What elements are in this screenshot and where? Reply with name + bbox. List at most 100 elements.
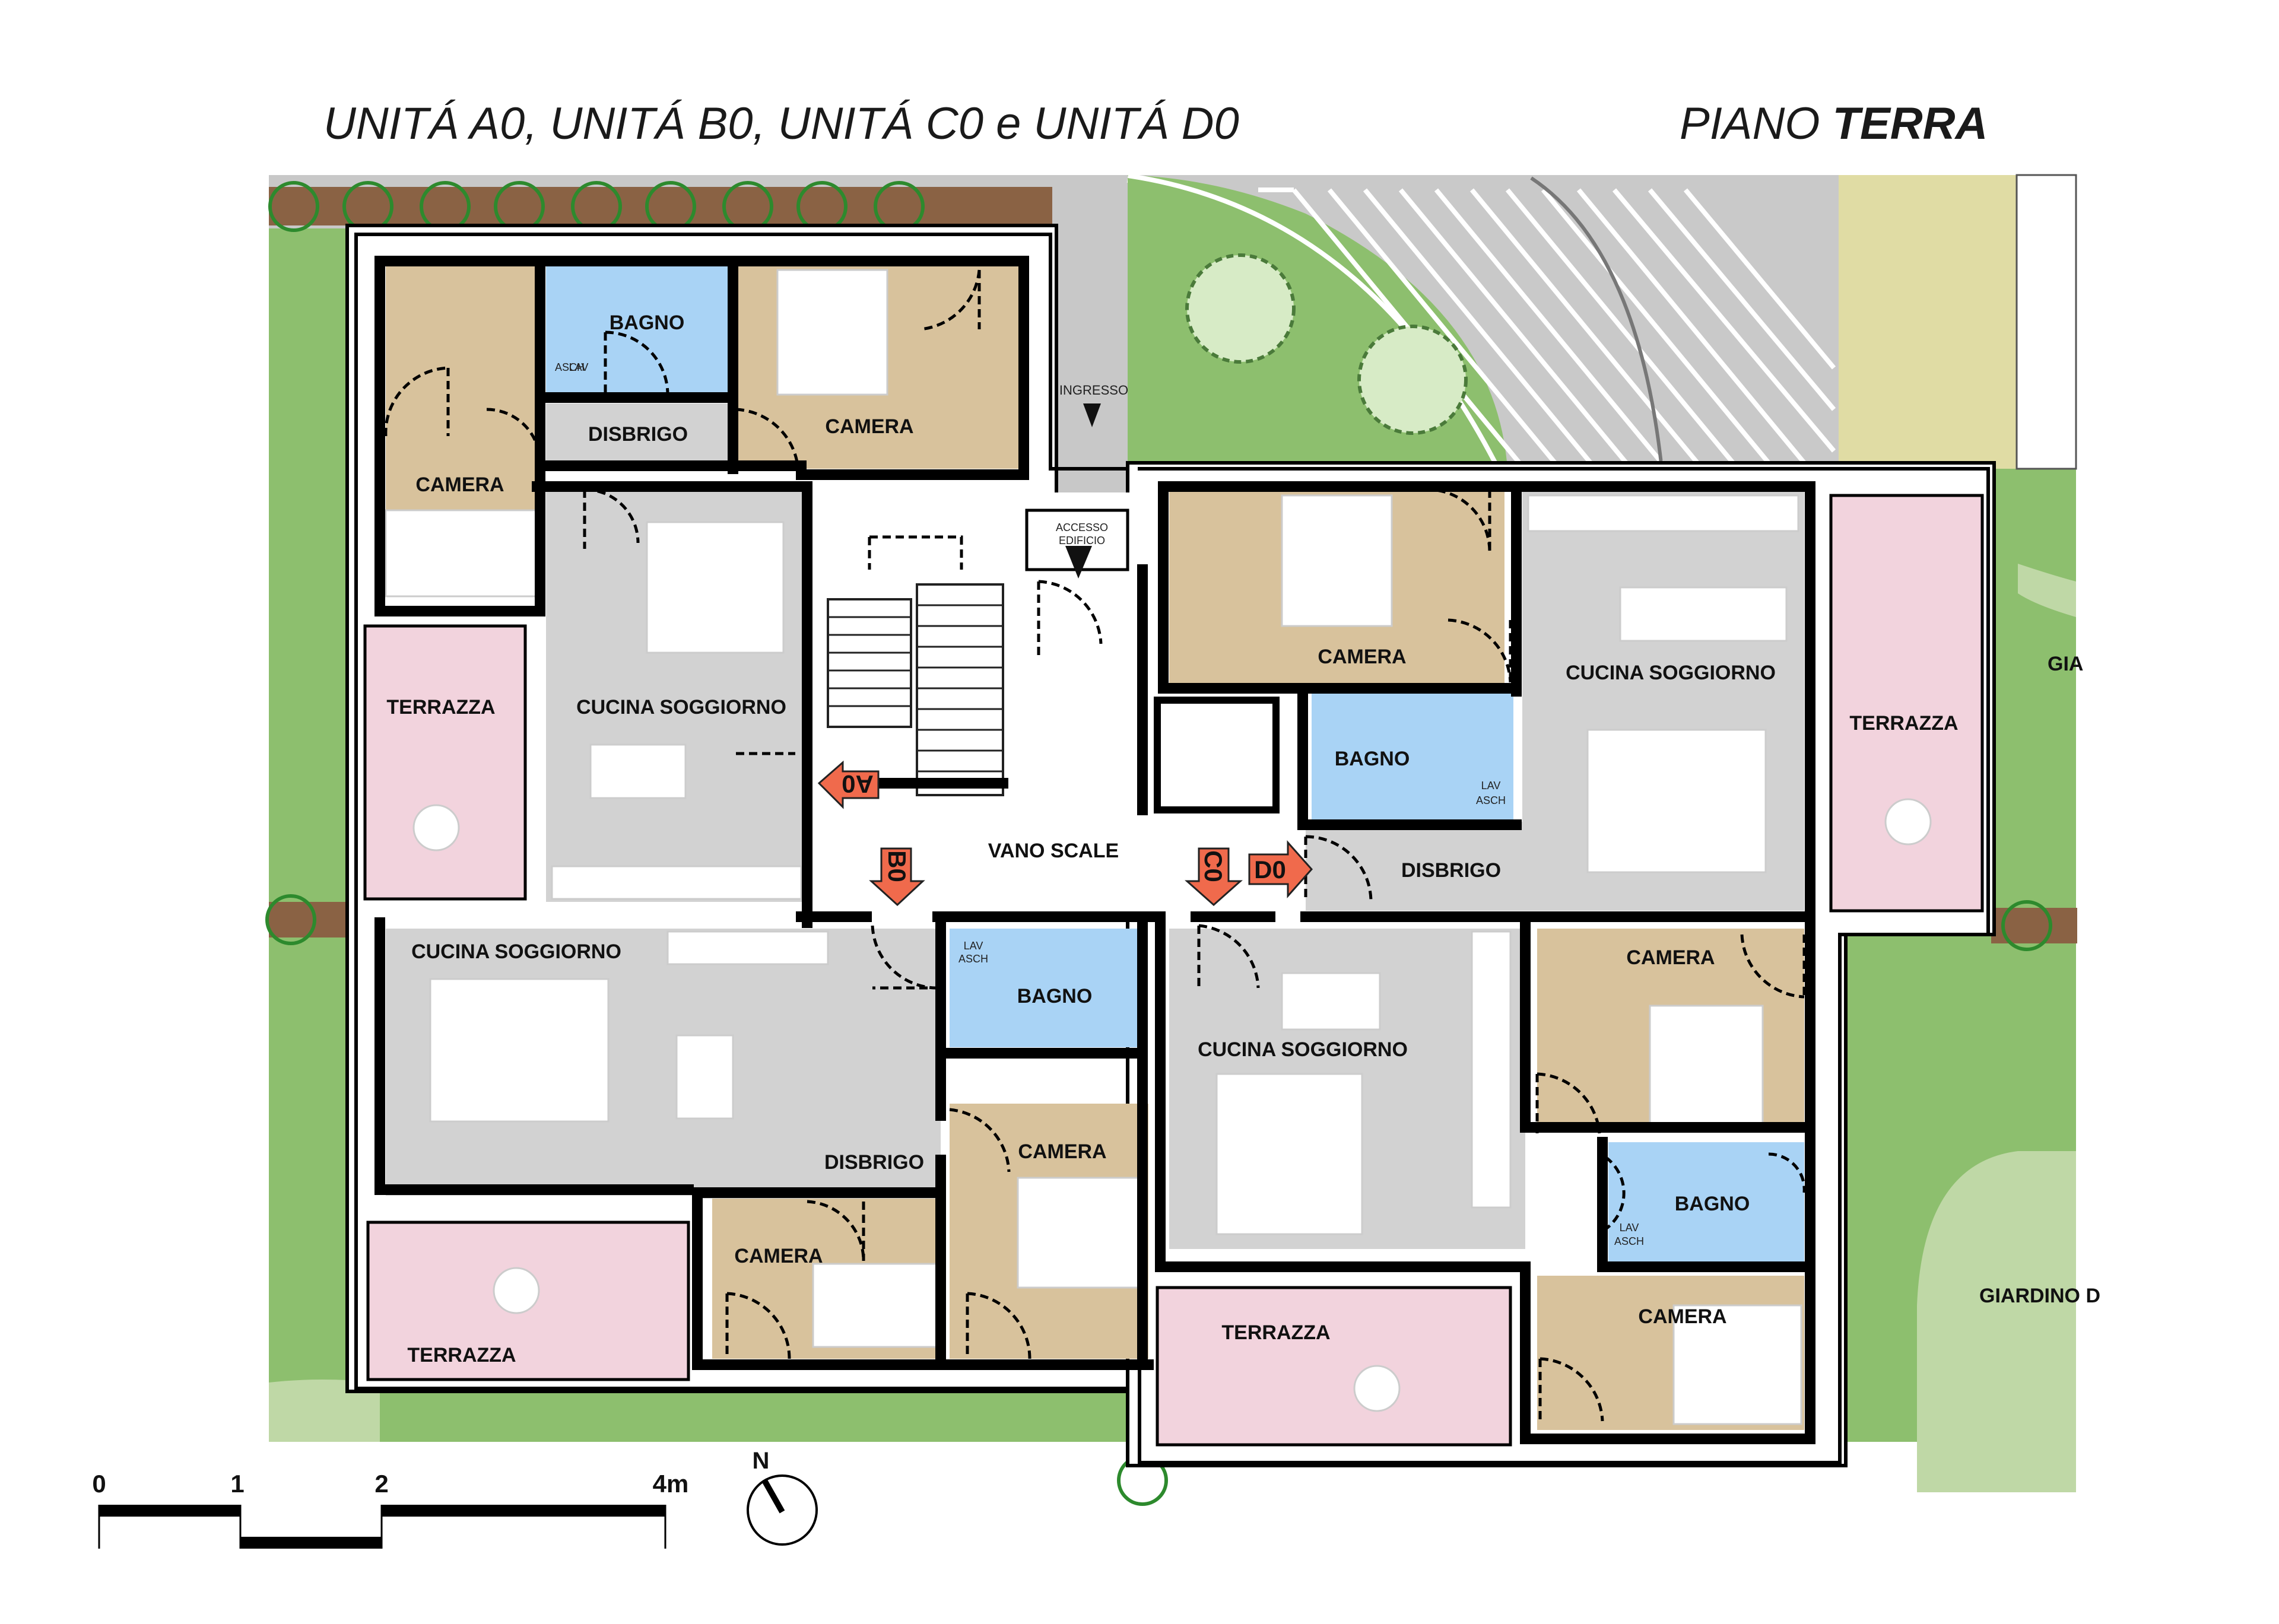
scale-seg-0-1 [99, 1505, 240, 1517]
stair-run-2 [916, 583, 1004, 796]
b0-arrow [869, 847, 925, 907]
label-ingresso: INGRESSO [1059, 383, 1128, 398]
north-arrow: N [747, 1448, 818, 1546]
scale-label-2: 2 [374, 1470, 388, 1498]
label-d0-terrazza: TERRAZZA [1221, 1321, 1330, 1344]
a0-arrow [817, 760, 880, 809]
c0-sofa [1586, 729, 1767, 873]
label-d0-cucina: CUCINA SOGGIORNO [1198, 1038, 1408, 1061]
unit-arrows [817, 760, 1313, 907]
c0-kitchen-counter [1527, 494, 1799, 532]
a0-kitchen-counter [551, 865, 802, 900]
label-c0-disbrigo: DISBRIGO [1401, 859, 1501, 882]
plan-title: UNITÁ A0, UNITÁ B0, UNITÁ C0 e UNITÁ D0 [323, 98, 1239, 149]
building-ne [2015, 174, 2077, 470]
label-a0-lav: LAV [569, 361, 589, 373]
label-d0-asch: ASCH [1614, 1235, 1644, 1247]
d0-camera-2-bed [1672, 1304, 1802, 1425]
label-c0-terrazza: TERRAZZA [1849, 712, 1958, 735]
label-a0-asch: ASCH [555, 361, 585, 373]
d0-camera-1-bed [1649, 1005, 1764, 1126]
tag-c0: C0 [1199, 850, 1227, 882]
accesso-arrow [1065, 546, 1092, 579]
scale-label-0: 0 [92, 1470, 106, 1498]
a0-table [589, 743, 687, 799]
b0-sofa [429, 978, 610, 1123]
label-b0-lav: LAV [964, 940, 983, 952]
label-d0-camera-1: CAMERA [1626, 946, 1715, 969]
label-vano-scale: VANO SCALE [988, 840, 1119, 862]
c0-arrow [1185, 847, 1243, 907]
scale-bar: 0 1 2 4m [92, 1470, 688, 1549]
d0-arrow [1248, 840, 1313, 898]
ramp-inner-edge [1530, 176, 1664, 469]
d0-terrazza-floor [1156, 1286, 1512, 1447]
label-a0-camera-1: CAMERA [415, 473, 504, 496]
label-a0-bagno: BAGNO [610, 312, 685, 334]
label-d0-lav: LAV [1620, 1222, 1639, 1234]
b0-camera-2-bed [1017, 1177, 1144, 1289]
label-b0-terrazza: TERRAZZA [407, 1344, 516, 1366]
label-b0-camera-2: CAMERA [1018, 1140, 1106, 1163]
wall-outer-east [1138, 467, 1990, 1464]
label-c0-asch: ASCH [1476, 794, 1506, 806]
d0-terrace-table [1353, 1365, 1401, 1412]
scale-label-1: 1 [230, 1470, 244, 1498]
floor-title: PIANO TERRA [1680, 98, 1988, 150]
b0-terrace-table [493, 1267, 540, 1314]
a0-terrazza-floor [363, 624, 527, 901]
label-b0-cucina: CUCINA SOGGIORNO [411, 940, 621, 963]
c0-camera-bed [1281, 494, 1393, 627]
label-d0-camera-2: CAMERA [1638, 1305, 1726, 1328]
scale-seg-1-2 [240, 1537, 382, 1549]
shrubs [1185, 253, 1468, 435]
wall-outer-west [354, 233, 1129, 1390]
d0-sofa [1215, 1073, 1363, 1235]
a0-camera-1-bed [385, 509, 541, 598]
garden-light-se [1917, 1151, 2076, 1492]
label-accesso-2: EDIFICIO [1059, 535, 1105, 546]
lift-shaft [1154, 697, 1280, 813]
room-labels: CAMERA BAGNO CAMERA DISBRIGO CUCINA SOGG… [386, 312, 2100, 1366]
d0-bagno-floor [1608, 1142, 1804, 1267]
walls [354, 233, 1990, 1464]
entry-markers [1065, 403, 1101, 579]
a0-disbrigo-floor [546, 403, 730, 463]
label-b0-bagno: BAGNO [1017, 985, 1093, 1008]
north-label: N [753, 1448, 770, 1474]
label-c0-lav: LAV [1481, 780, 1501, 792]
label-giardino-1: GIA [2048, 653, 2083, 675]
stair-run-1 [827, 598, 912, 728]
b0-table [675, 1034, 734, 1120]
label-a0-cucina: CUCINA SOGGIORNO [576, 696, 786, 719]
tag-a0: A0 [842, 770, 874, 798]
garden-light-sw [269, 1380, 380, 1442]
label-accesso-1: ACCESSO [1056, 522, 1108, 533]
label-a0-camera-2: CAMERA [825, 415, 913, 438]
tag-b0: B0 [883, 850, 911, 882]
d0-table [1281, 972, 1381, 1031]
a0-bagno-floor [546, 264, 730, 395]
label-c0-cucina: CUCINA SOGGIORNO [1566, 662, 1776, 684]
label-b0-disbrigo: DISBRIGO [824, 1151, 924, 1174]
a0-sofa [646, 521, 785, 654]
label-b0-asch: ASCH [958, 953, 988, 965]
label-a0-disbrigo: DISBRIGO [588, 423, 688, 446]
label-c0-camera: CAMERA [1318, 646, 1406, 668]
c0-bagno-floor [1312, 691, 1513, 822]
scale-seg-2-4 [382, 1505, 665, 1517]
door-swings [384, 269, 1806, 1422]
garden-light-e [2018, 564, 2076, 617]
label-c0-bagno: BAGNO [1335, 748, 1410, 770]
ramp-hatch [1258, 187, 1836, 465]
stair-treads [828, 604, 1003, 773]
c0-table [1619, 586, 1788, 642]
ingresso-arrow [1083, 403, 1101, 427]
label-b0-camera-1: CAMERA [734, 1245, 823, 1267]
c0-terrazza-floor [1829, 494, 1984, 913]
a0-terrace-table [412, 804, 460, 851]
b0-bagno-floor [950, 929, 1140, 1047]
a0-camera-2-bed [776, 269, 888, 396]
tag-d0: D0 [1254, 856, 1286, 883]
